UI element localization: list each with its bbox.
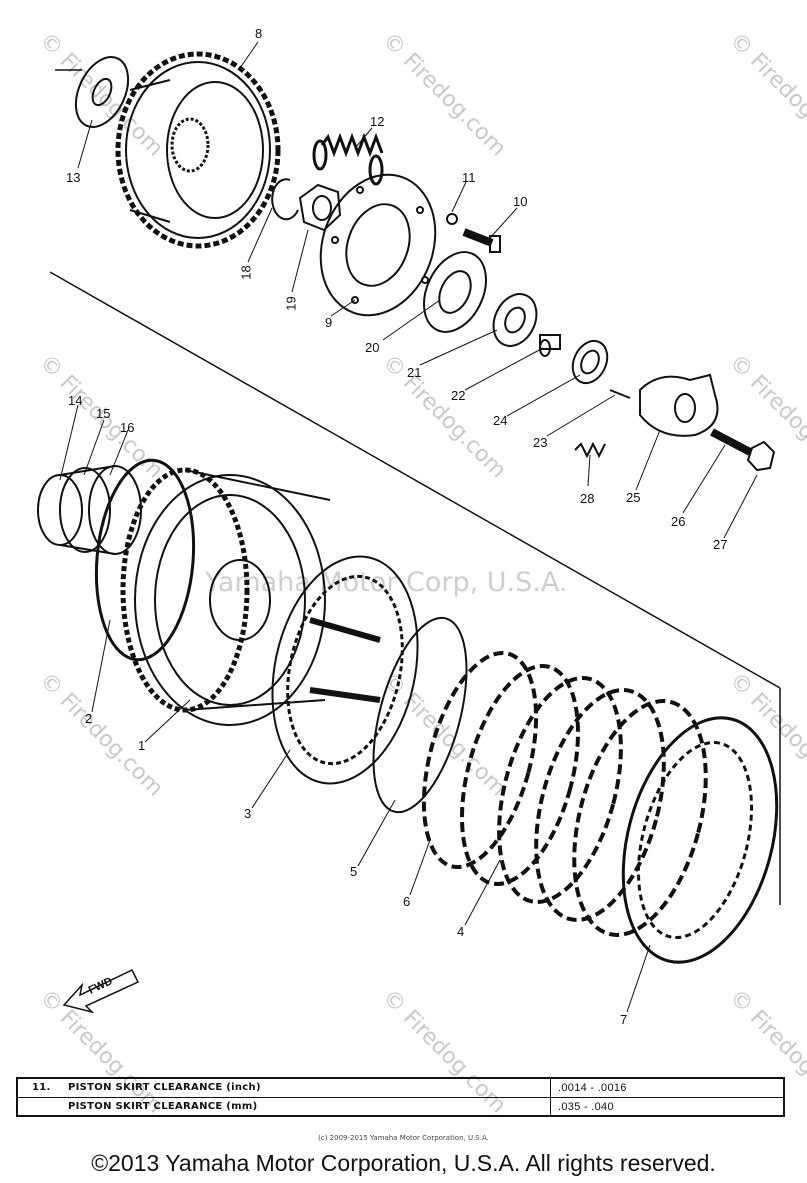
- callout-6: 6: [403, 894, 411, 909]
- callout-11: 11: [462, 170, 476, 185]
- part-19-nut: [298, 183, 342, 232]
- callout-14: 14: [68, 393, 83, 408]
- callout-1: 1: [138, 738, 146, 753]
- callout-21: 21: [407, 365, 422, 380]
- part-20-oil-seal: [423, 251, 487, 333]
- callout-23: 23: [533, 435, 548, 450]
- part-24-seal: [571, 339, 609, 385]
- callout-20: 20: [365, 340, 380, 355]
- callout-27: 27: [713, 537, 728, 552]
- callout-4: 4: [457, 924, 465, 939]
- callout-26: 26: [671, 514, 686, 529]
- part-26-adjust-screw: [710, 428, 752, 456]
- part-2-o-ring: [94, 458, 196, 662]
- callout-8: 8: [255, 26, 263, 41]
- copyright-notice: ©2013 Yamaha Motor Corporation, U.S.A. A…: [91, 1150, 716, 1176]
- part-27-locknut: [746, 440, 776, 472]
- part-12-clutch-spring: [312, 132, 384, 186]
- callout-22: 22: [451, 388, 466, 403]
- part-18-circlip: [271, 178, 299, 221]
- callout-18: 18: [238, 265, 254, 280]
- row-number: 11.: [32, 1082, 51, 1093]
- part-7-clutch-plate: [621, 716, 779, 964]
- callout-2: 2: [85, 711, 93, 726]
- part-5-cushion-ring: [372, 616, 468, 814]
- table-row: PISTON SKIRT CLEARANCE (mm) .035 - .040: [18, 1098, 783, 1116]
- part-8-primary-driven-gear: [115, 51, 281, 249]
- callout-16: 16: [120, 420, 135, 435]
- callout-24: 24: [493, 413, 508, 428]
- part-22-push-rod: [539, 334, 561, 357]
- part-9-pressure-plate: [319, 173, 437, 317]
- clutch-exploded-diagram: [37, 41, 781, 1014]
- small-copyright: (c) 2009-2015 Yamaha Motor Corporation, …: [318, 1134, 489, 1142]
- part-13-thrust-washer: [74, 56, 130, 128]
- part-10-screw: [462, 228, 501, 253]
- part-14-15-16-thrust-parts: [37, 465, 142, 555]
- callout-10: 10: [513, 194, 528, 209]
- callout-9: 9: [325, 315, 333, 330]
- callout-28: 28: [580, 491, 595, 506]
- leader-lines: [59, 41, 758, 1013]
- callout-7: 7: [620, 1012, 628, 1027]
- row-value: .035 - .040: [558, 1101, 614, 1113]
- spec-table: 11. PISTON SKIRT CLEARANCE (inch) .0014 …: [16, 1077, 785, 1117]
- callout-25: 25: [626, 490, 641, 505]
- part-11-washer: [446, 213, 458, 225]
- row-label: PISTON SKIRT CLEARANCE (mm): [68, 1101, 258, 1112]
- callout-13: 13: [66, 170, 81, 185]
- row-label: PISTON SKIRT CLEARANCE (inch): [68, 1082, 261, 1093]
- row-value: .0014 - .0016: [558, 1082, 627, 1094]
- callout-19: 19: [283, 296, 299, 311]
- table-row: 11. PISTON SKIRT CLEARANCE (inch) .0014 …: [18, 1079, 783, 1098]
- part-1-primary-driven-gear-housing: [120, 467, 331, 726]
- callout-15: 15: [96, 406, 111, 421]
- part-4-6-friction-plates: [421, 650, 708, 937]
- part-25-push-lever: [639, 373, 719, 437]
- part-3-clutch-boss: [271, 555, 419, 785]
- callout-5: 5: [350, 864, 358, 879]
- part-28-spring: [574, 441, 606, 459]
- fwd-arrow-icon: [62, 969, 140, 1014]
- callout-3: 3: [244, 806, 252, 821]
- part-21-bearing: [492, 293, 538, 347]
- callout-12: 12: [370, 114, 385, 129]
- section-divider: [49, 271, 781, 689]
- part-23-pin: [609, 389, 631, 399]
